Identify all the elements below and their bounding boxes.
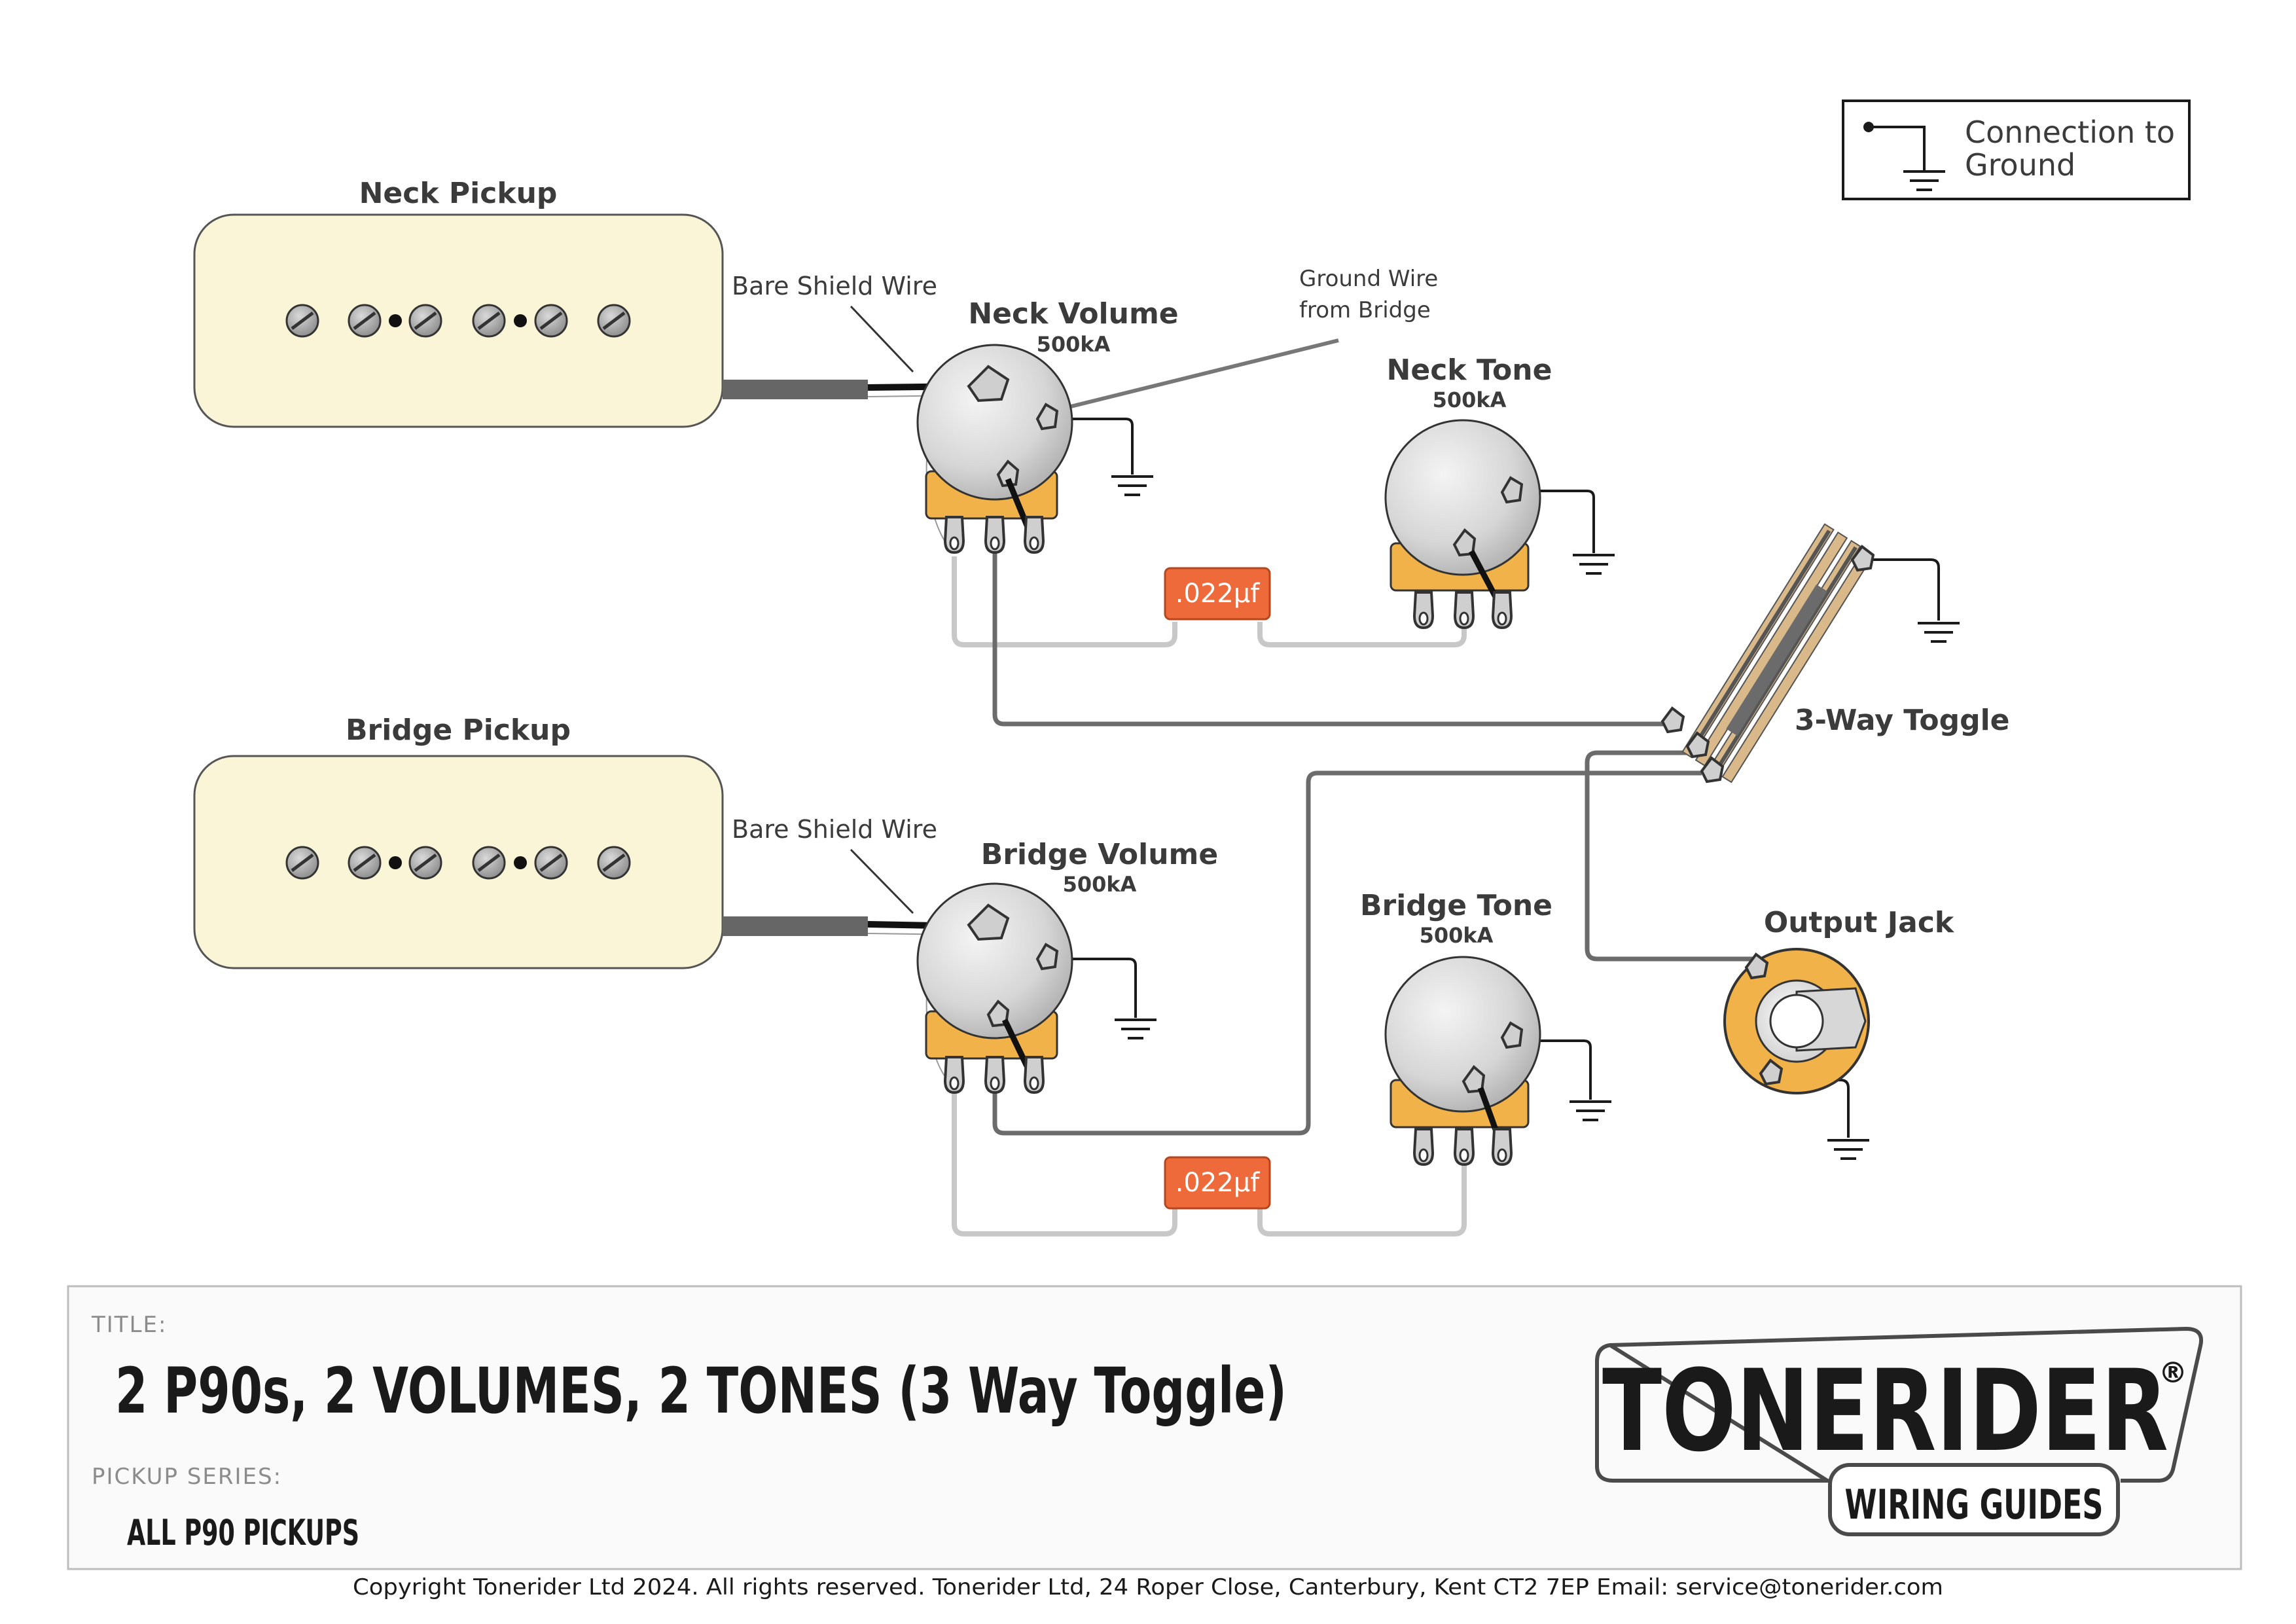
neck-tone-ground-icon	[1571, 554, 1616, 575]
bridge-tone-pot: Bridge Tone 500kA	[1360, 889, 1552, 1166]
neck-tone-capacitor: .022μf	[1164, 567, 1271, 621]
legend-text-line2: Ground	[1965, 147, 2075, 183]
tonerider-logo: TONERIDER ® WIRING GUIDES	[1595, 1326, 2203, 1536]
ground-wire-label-line2: from Bridge	[1299, 297, 1431, 323]
output-jack-title: Output Jack	[1764, 906, 1955, 939]
ground-wire-from-bridge	[1060, 338, 1339, 411]
jack-ground-icon	[1826, 1139, 1871, 1160]
ground-legend: Connection to Ground	[1842, 99, 2191, 200]
pickup-series-value: ALL P90 PICKUPS	[127, 1512, 359, 1553]
neck-tone-value: 500kA	[1433, 388, 1507, 412]
wiring-black	[1050, 418, 1940, 1138]
neck-bare-shield-leader	[850, 305, 914, 373]
neck-pickup-title: Neck Pickup	[359, 177, 558, 210]
neck-bare-shield-label: Bare Shield Wire	[732, 272, 937, 300]
brand-tagline: WIRING GUIDES	[1845, 1481, 2104, 1528]
neck-volume-value: 500kA	[1037, 332, 1111, 357]
neck-volume-pot: Neck Volume 500kA	[916, 297, 1179, 554]
diagram-title: 2 P90s, 2 VOLUMES, 2 TONES (3 Way Toggle…	[115, 1354, 1287, 1428]
title-label: TITLE:	[91, 1312, 167, 1338]
neck-capacitor-value: .022μf	[1175, 579, 1261, 609]
neck-tone-pot: Neck Tone 500kA	[1384, 353, 1552, 629]
legend-box	[1842, 99, 2191, 200]
bridge-tone-capacitor: .022μf	[1164, 1156, 1271, 1210]
neck-pickup-pole-screws	[287, 305, 630, 336]
brand-name: TONERIDER	[1602, 1345, 2168, 1477]
bridge-bare-shield-label: Bare Shield Wire	[732, 815, 937, 844]
pickup-series-label: PICKUP SERIES:	[92, 1464, 282, 1490]
bridge-bare-shield-leader	[850, 848, 914, 914]
toggle-ground-icon	[1916, 622, 1961, 643]
bridge-volume-title: Bridge Volume	[981, 838, 1218, 871]
bridge-pickup	[193, 755, 724, 969]
neck-volume-title: Neck Volume	[968, 297, 1178, 331]
bridge-capacitor-value: .022μf	[1175, 1168, 1261, 1198]
toggle-title: 3-Way Toggle	[1795, 704, 2010, 737]
output-jack: Output Jack	[1723, 906, 1955, 1094]
wiring-light-grey	[952, 556, 1467, 1236]
three-way-toggle: 3-Way Toggle	[1660, 523, 2010, 784]
bridge-tone-title: Bridge Tone	[1360, 889, 1552, 922]
brand-registered: ®	[2159, 1356, 2187, 1390]
copyright-footer: Copyright Tonerider Ltd 2024. All rights…	[353, 1574, 1943, 1600]
neck-tone-title: Neck Tone	[1387, 353, 1552, 387]
neck-pickup	[193, 213, 724, 428]
bridge-tone-value: 500kA	[1420, 923, 1494, 948]
bridge-tone-ground-icon	[1568, 1100, 1613, 1121]
legend-wire	[1869, 126, 1926, 171]
bridge-volume-value: 500kA	[1063, 872, 1137, 897]
neck-volume-ground-icon	[1110, 475, 1155, 496]
wiring-dark	[992, 549, 1754, 1136]
ground-wire-label-line1: Ground Wire	[1299, 266, 1438, 292]
bridge-pickup-pole-screws	[287, 847, 630, 878]
legend-text-line1: Connection to	[1965, 115, 2175, 150]
bridge-pickup-title: Bridge Pickup	[346, 713, 571, 747]
bridge-volume-pot: Bridge Volume 500kA	[916, 838, 1218, 1094]
bridge-volume-ground-icon	[1113, 1019, 1158, 1039]
